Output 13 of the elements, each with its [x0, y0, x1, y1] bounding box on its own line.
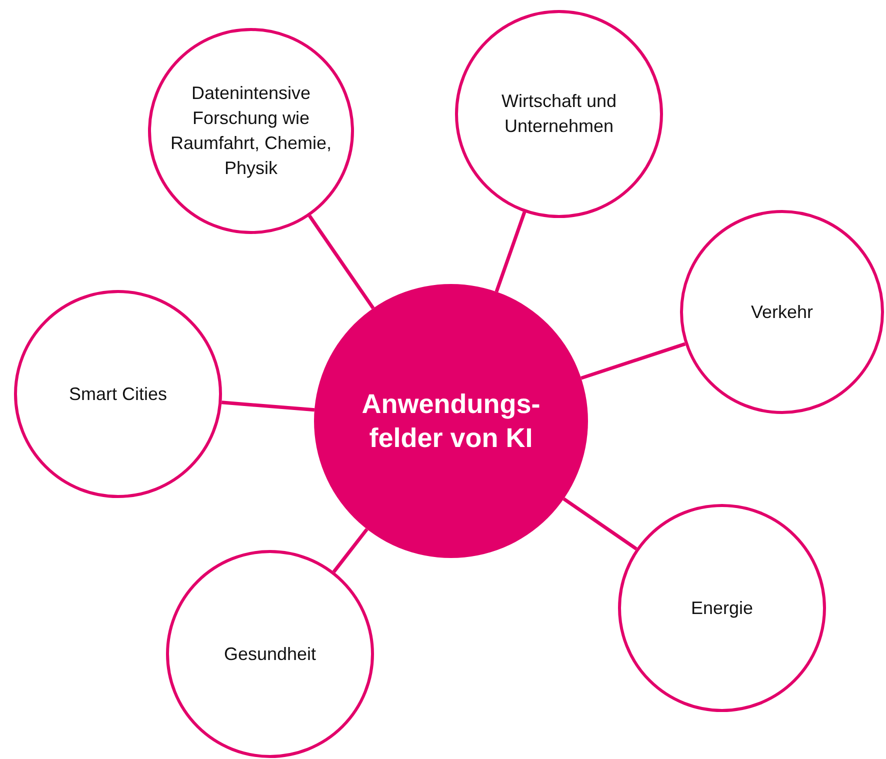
topic-label: Verkehr [750, 300, 814, 324]
topic-label: Energie [690, 596, 754, 620]
connector-line [332, 528, 368, 573]
connector-line [562, 497, 638, 550]
topic-label: Gesundheit [224, 642, 316, 666]
connector-line [222, 400, 315, 412]
topic-label: Wirtschaft und Unternehmen [500, 90, 618, 138]
topic-label: Smart Cities [68, 382, 167, 406]
connector-line [494, 212, 526, 292]
topic-label: Datenintensive Forschung wie Raumfahrt, Chemie, Physik [169, 82, 333, 180]
central-topic-label: Anwendungs- felder von KI [360, 388, 542, 455]
connector-line [308, 214, 375, 310]
connector-line [580, 342, 686, 380]
